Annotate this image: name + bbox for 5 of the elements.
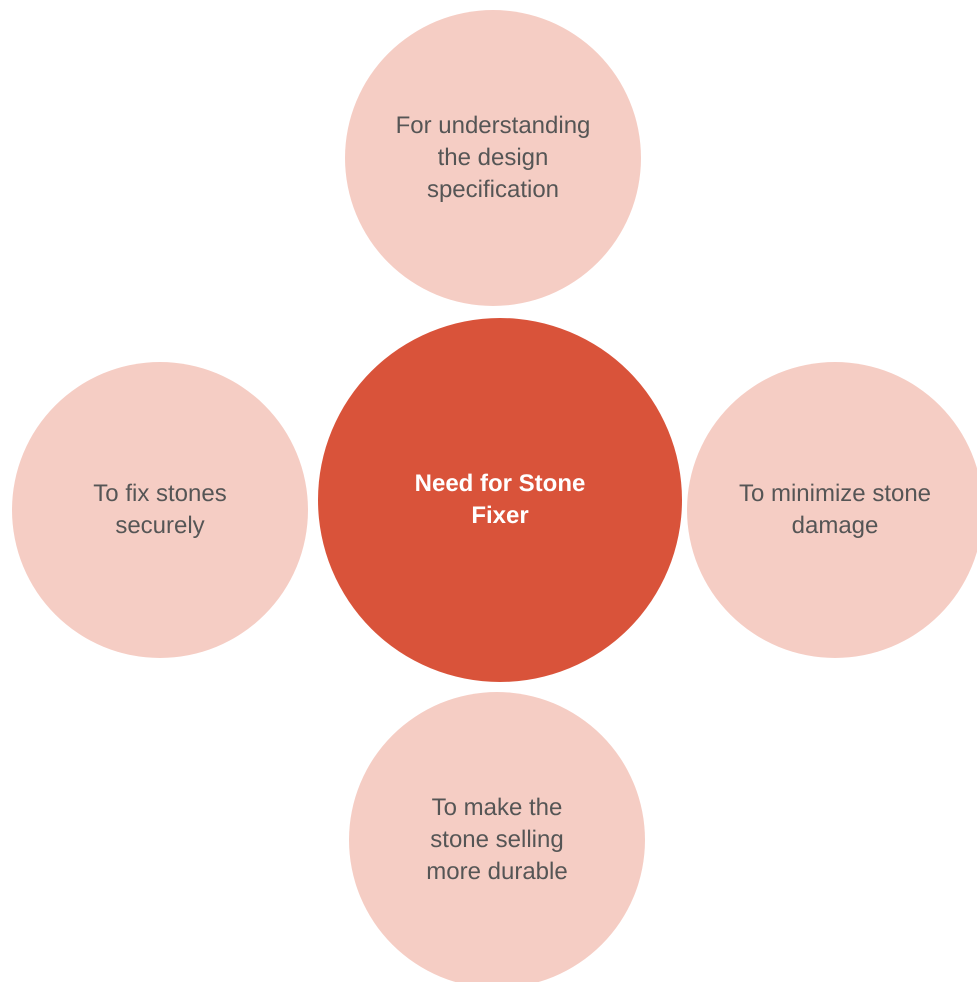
node-label: To fix stones securely	[92, 479, 228, 541]
node-label: To minimize stone damage	[738, 479, 932, 541]
node-label: To make the stone selling more durable	[425, 793, 569, 887]
node-label: For understanding the design specification	[394, 111, 592, 205]
node-label: Need for Stone Fixer	[414, 469, 586, 531]
